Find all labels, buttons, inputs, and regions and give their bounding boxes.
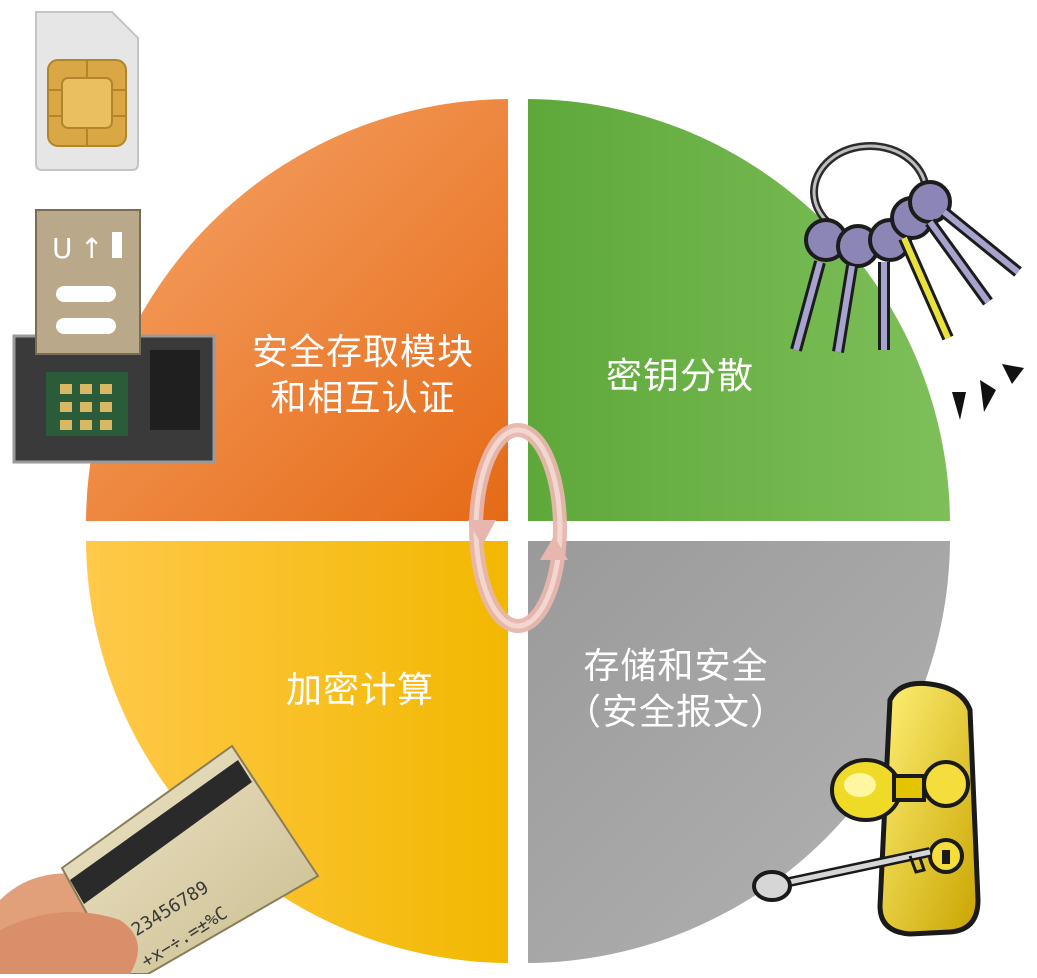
quadrant-top-right [528,99,950,521]
sim-card-icon [35,11,139,171]
keyring-icon [790,142,1024,420]
svg-text:↑: ↑ [80,232,103,265]
quadrant-label-top-right: 密钥分散 [605,356,754,397]
sim-card-slot-icon: U ↑ [12,209,216,464]
svg-text:U: U [52,232,73,265]
quadrant-label-bottom-right: 存储和安全 （安全报文） [564,646,787,733]
cycle-arrows-icon [468,423,568,633]
quadrant-label-bottom-left: 加密计算 [285,670,434,711]
door-lock-key-icon [752,680,981,937]
smart-card-hand-icon: 0123456789 +x−÷.=±%C [0,744,320,975]
quadrant-label-top-left: 安全存取模块 和相互认证 [251,332,474,419]
quadrant-bottom-left [86,541,508,963]
quadrant-bottom-right [528,541,950,963]
